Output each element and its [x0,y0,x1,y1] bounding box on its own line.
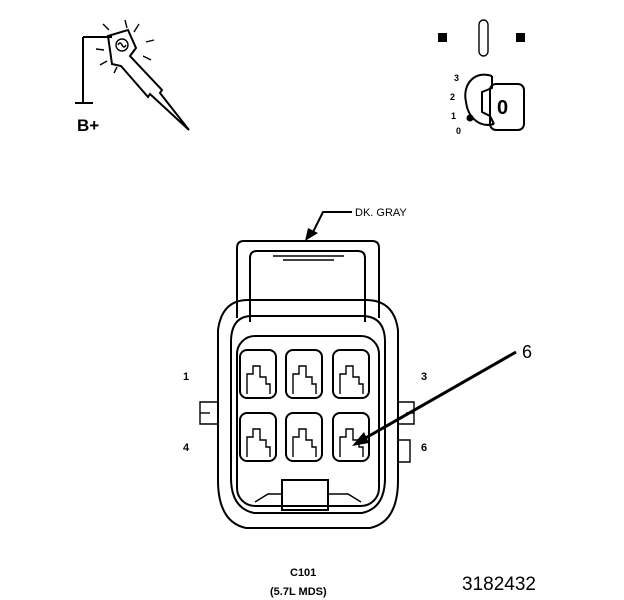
housing-color-label: DK. GRAY [355,207,407,219]
ignition-position-1: 1 [451,111,456,121]
terminal-cavities [239,349,370,462]
connector-id: C101 [290,567,316,579]
pin-label-4: 4 [183,442,190,454]
test-probe-icon [75,19,190,131]
housing-color-leader [305,211,352,241]
cavity-4 [239,412,277,462]
ignition-position-0: 0 [456,126,461,136]
cavity-5 [285,412,323,462]
supply-label: B+ [77,116,99,135]
ignition-position-3: 3 [454,73,459,83]
cavity-3 [332,349,370,399]
pin-label-1: 1 [183,371,189,383]
pin-6-callout-arrow [352,350,517,446]
connector-note: (5.7L MDS) [270,586,327,598]
cavity-1 [239,349,277,399]
pin-label-6: 6 [421,442,427,454]
connector-housing [199,240,415,529]
callout-label: 6 [522,342,532,362]
pin-label-3: 3 [421,371,427,383]
cavity-2 [285,349,323,399]
figure-number: 3182432 [462,574,536,595]
ignition-key-icon [438,19,525,131]
ignition-key-label: 0 [497,97,508,119]
ignition-position-2: 2 [450,92,455,102]
